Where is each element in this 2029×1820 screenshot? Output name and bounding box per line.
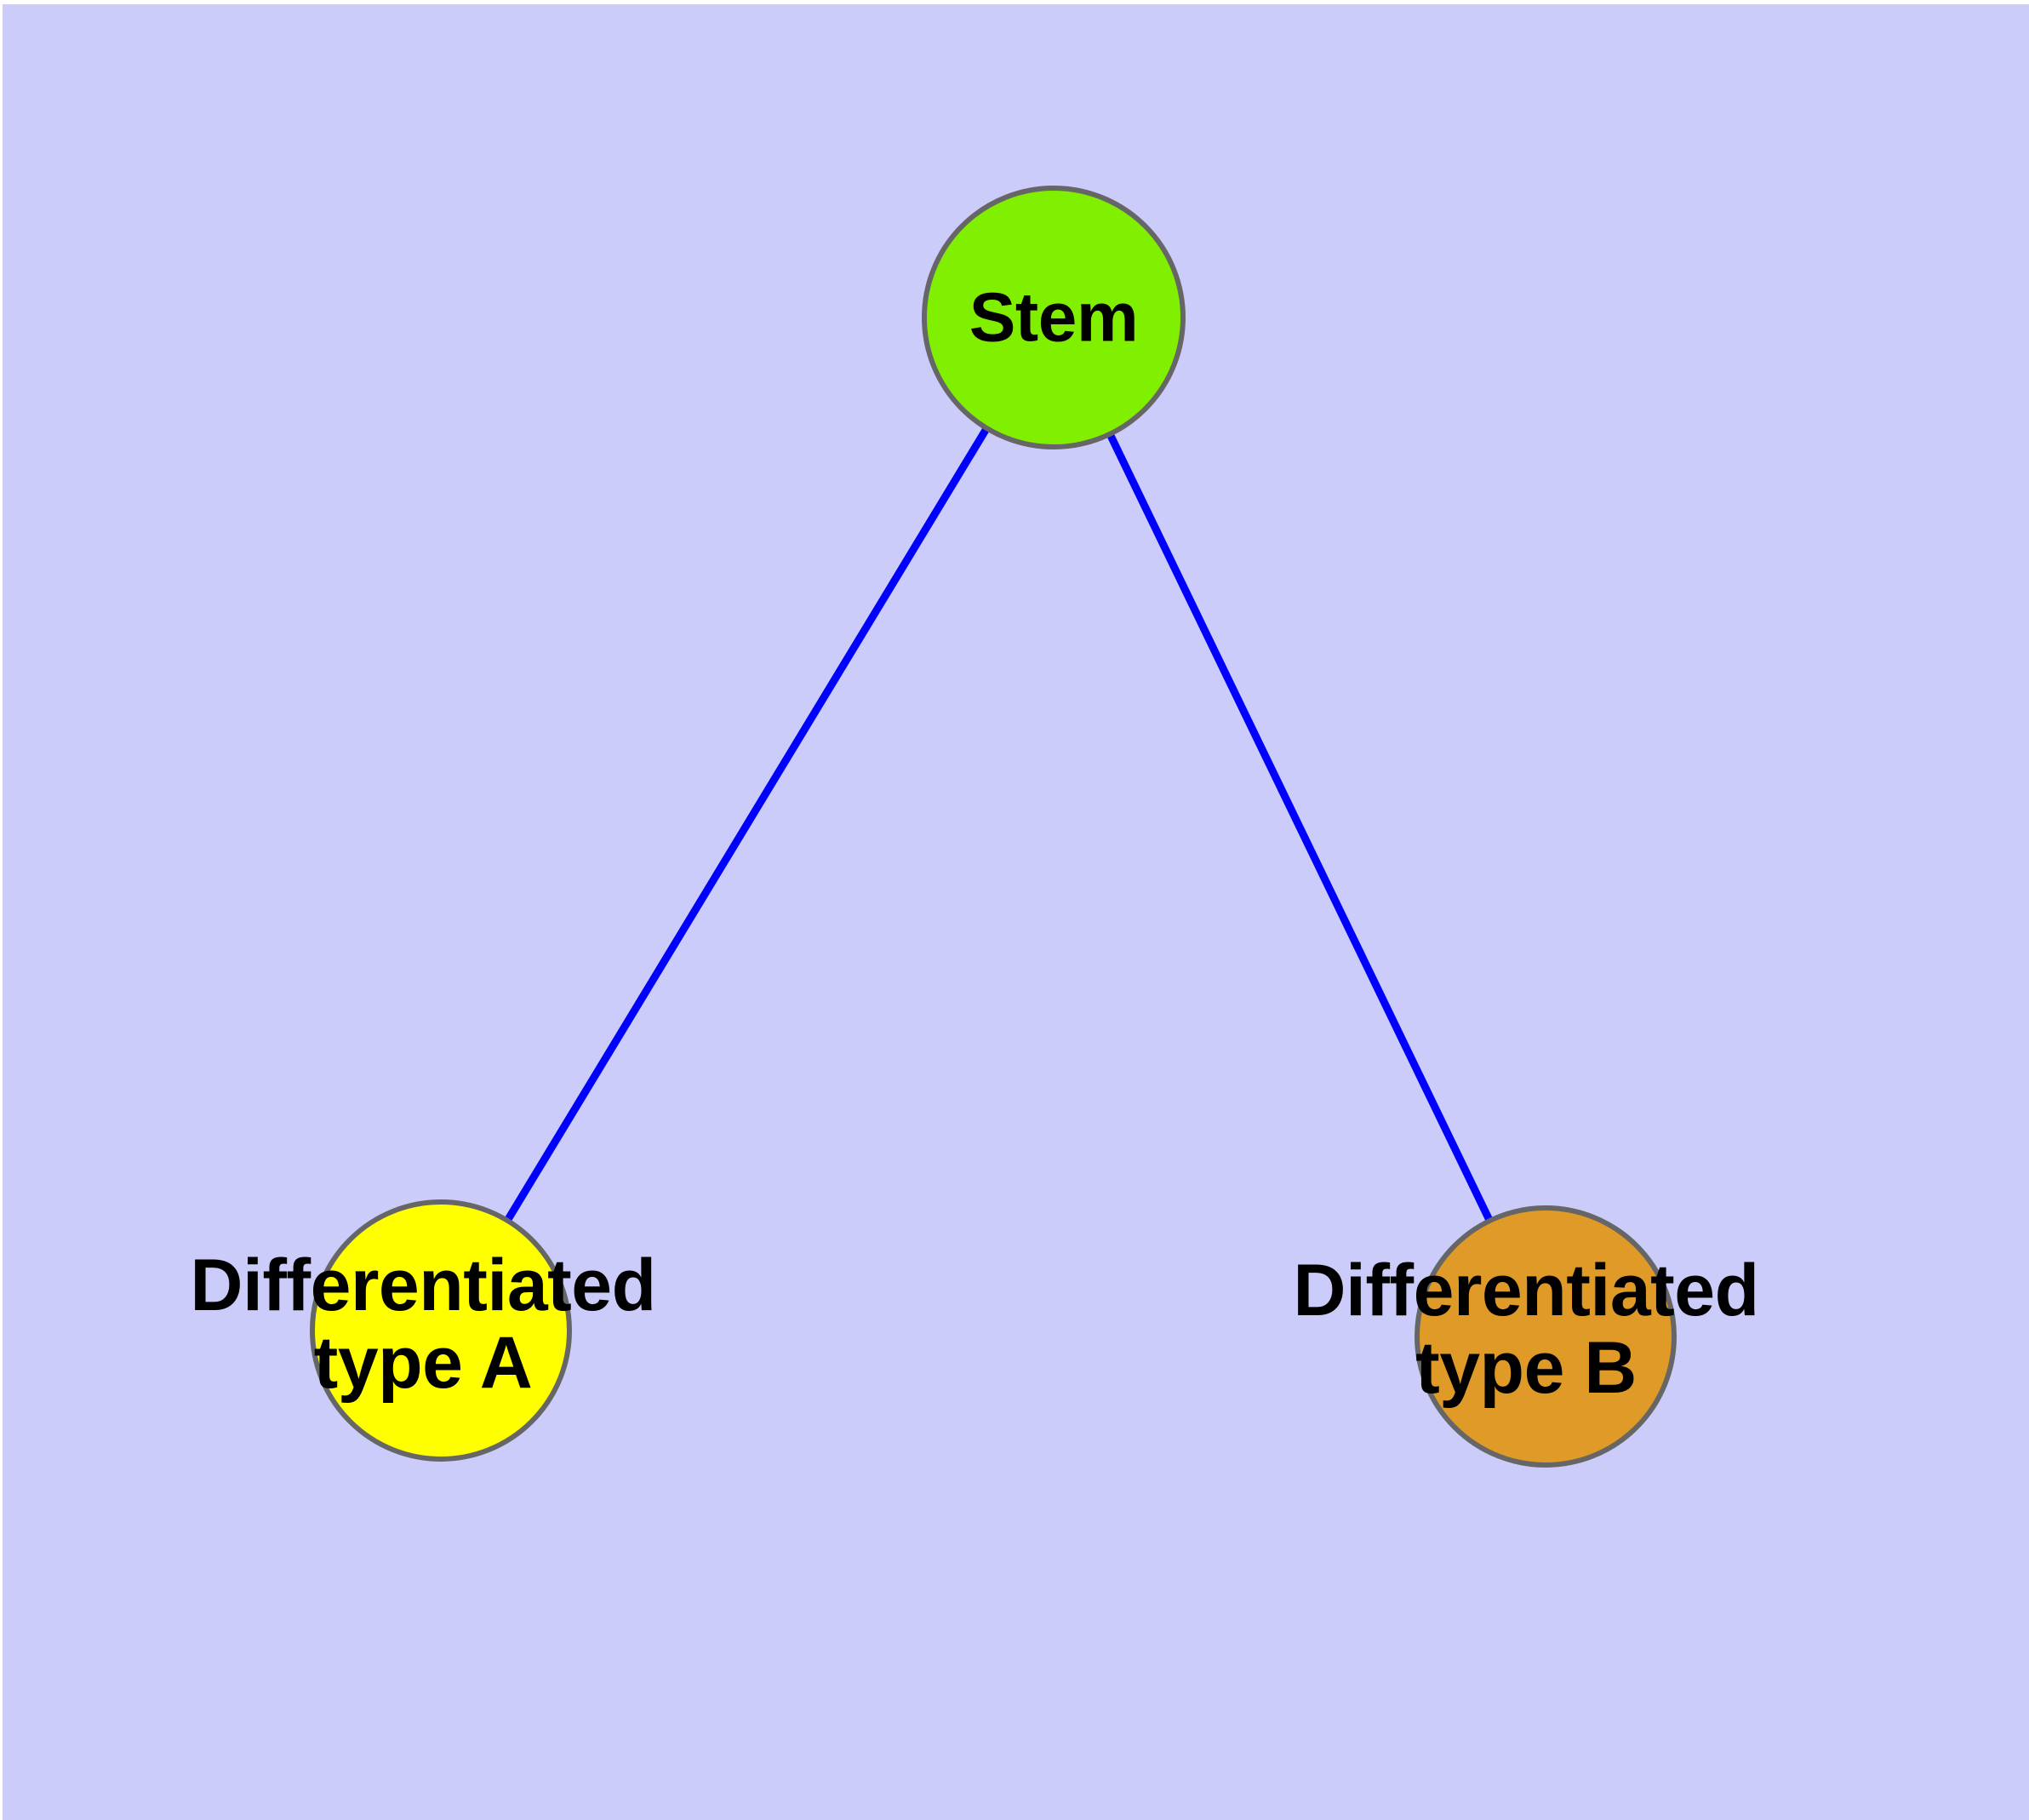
edge-stem-to-differentiated-type-a	[502, 423, 992, 1226]
node-differentiated-type-a[interactable]	[310, 1199, 572, 1462]
node-stem[interactable]	[922, 186, 1186, 449]
node-differentiated-type-b[interactable]	[1415, 1205, 1677, 1468]
edges-layer	[502, 423, 1495, 1226]
edge-stem-to-differentiated-type-b	[1105, 429, 1495, 1226]
nodes-layer	[310, 186, 1677, 1468]
